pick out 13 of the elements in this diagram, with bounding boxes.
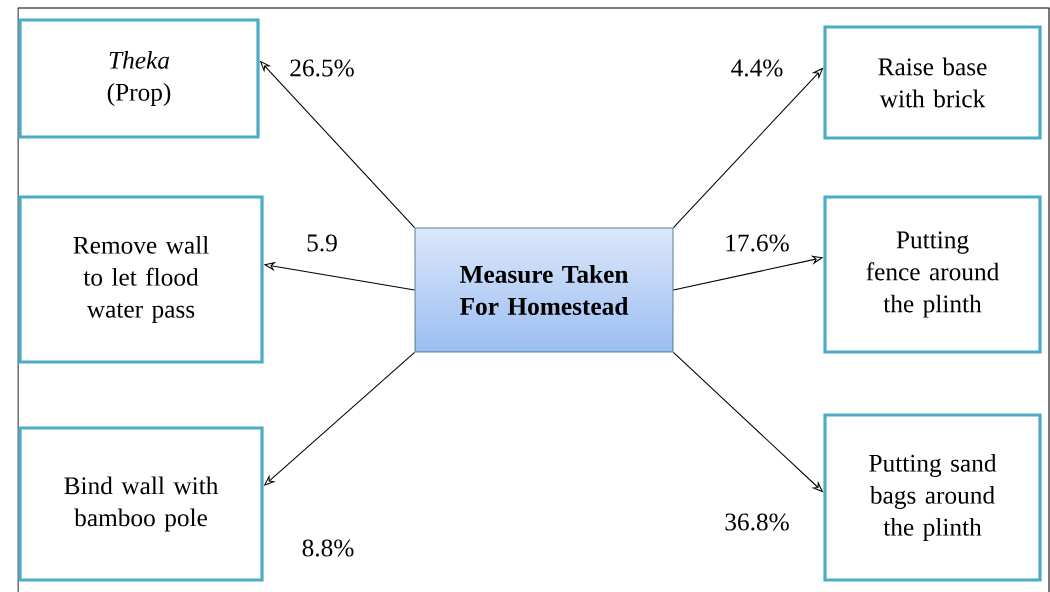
measure-box: Raise base with brick	[823, 25, 1042, 140]
edge-label: 8.8%	[300, 538, 356, 558]
measure-box: Remove wall to let flood water pass	[18, 195, 264, 364]
measure-box: Bind wall with bamboo pole	[18, 426, 264, 582]
edge-label: 17.6%	[722, 233, 792, 253]
measure-box: Theka (Prop)	[18, 18, 260, 139]
edge-label: 36.8%	[722, 512, 792, 532]
edge-label: 5.9	[304, 233, 340, 253]
edge-label: 4.4%	[729, 58, 785, 78]
center-box: Measure Taken For Homestead	[414, 227, 674, 353]
measure-box: Putting sand bags around the plinth	[823, 413, 1042, 582]
edge-label: 26.5%	[287, 58, 357, 78]
measure-box: Putting fence around the plinth	[823, 195, 1042, 354]
